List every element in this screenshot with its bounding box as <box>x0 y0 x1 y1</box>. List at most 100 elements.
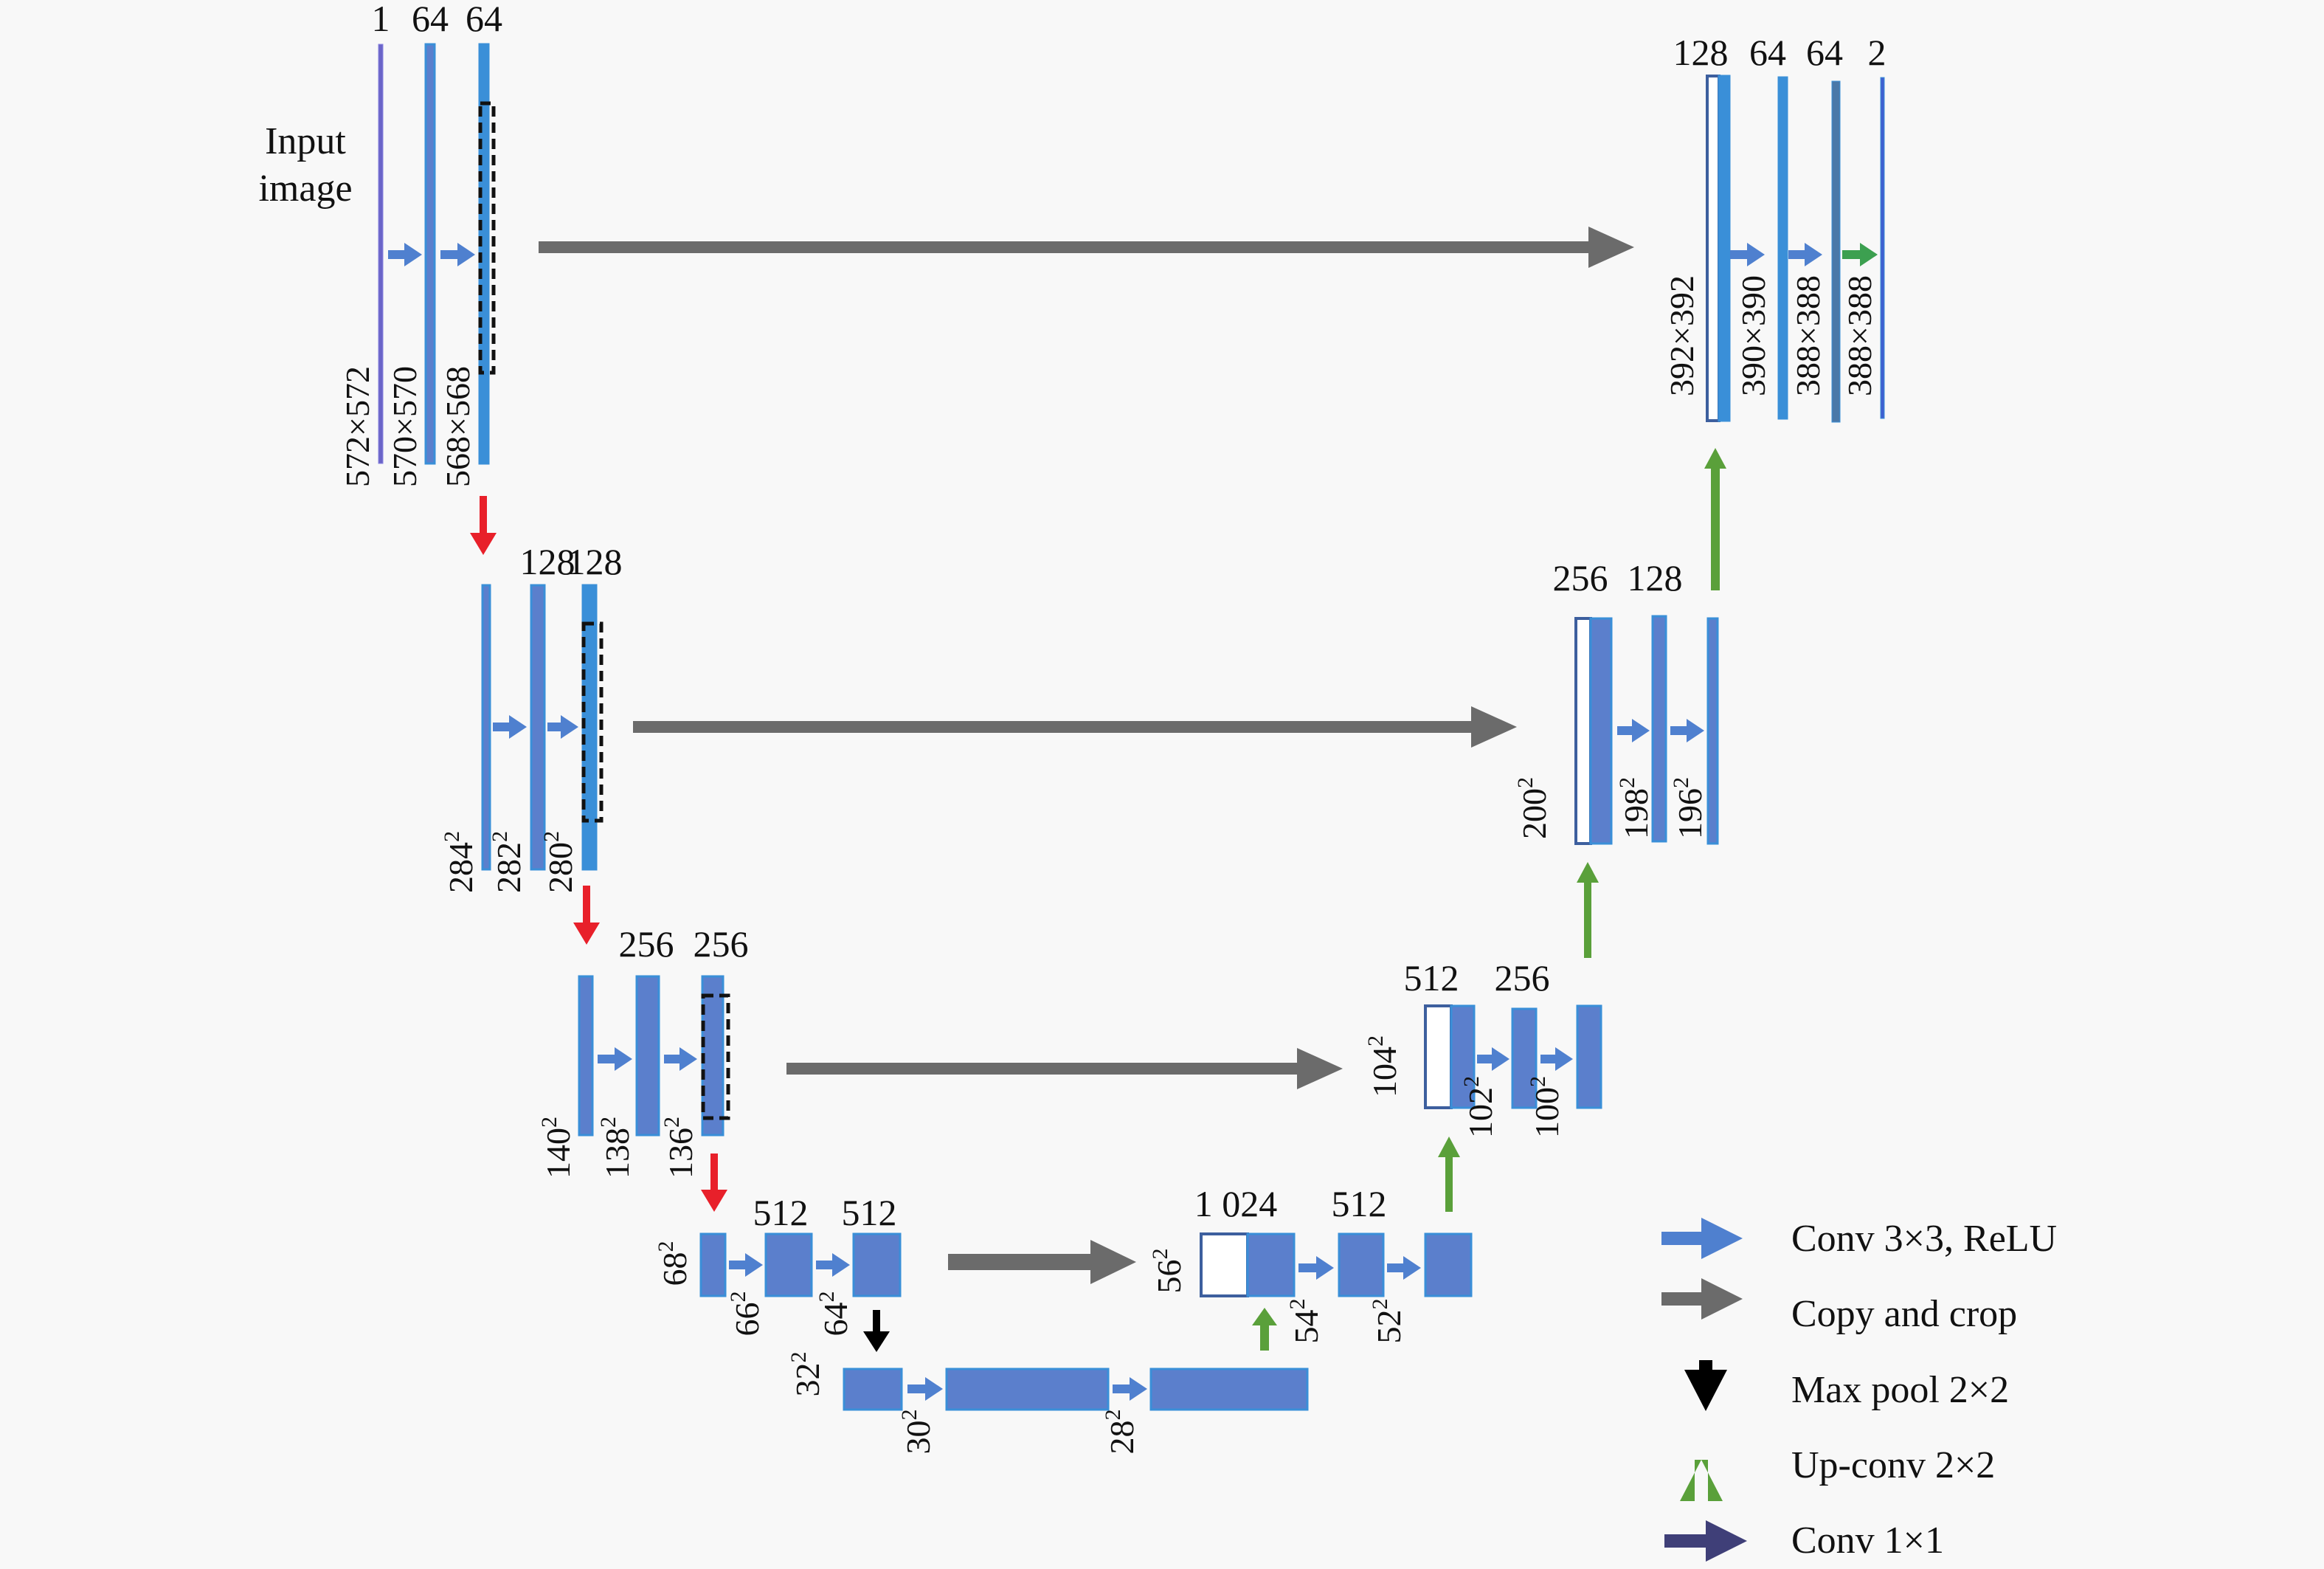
dec2-map-copied <box>1574 617 1592 845</box>
enc4-size-1: 682 <box>654 1241 694 1286</box>
dec3-conv-arrow-1 <box>1477 1047 1509 1071</box>
enc2-channels-2: 128 <box>520 541 575 582</box>
conv3x3-arrow-icon <box>1661 1218 1743 1259</box>
legend-label-4: Up-conv 2×2 <box>1791 1444 1995 1486</box>
legend-label-5: Conv 1×1 <box>1791 1520 1944 1562</box>
dec4-size-3: 522 <box>1368 1299 1408 1344</box>
dec2-channels-1: 256 <box>1553 557 1608 599</box>
enc4-size-3: 642 <box>815 1292 854 1337</box>
up-conv-arrow-2 <box>1577 862 1599 958</box>
enc2-size-2: 2822 <box>488 831 528 893</box>
enc3-size-1: 1402 <box>537 1117 577 1179</box>
dec4-conv-arrow-1 <box>1298 1256 1334 1280</box>
enc2-size-1: 2842 <box>440 831 480 893</box>
enc4-channels-2: 512 <box>753 1192 809 1233</box>
dec1-channels-4: 2 <box>1868 32 1886 73</box>
bottleneck-map-3 <box>1149 1368 1309 1411</box>
legend-label-2: Copy and crop <box>1791 1293 2017 1335</box>
dec3-channels-1: 512 <box>1404 957 1459 999</box>
dec1-map-2 <box>1777 76 1788 420</box>
dec3-map-2 <box>1511 1007 1538 1109</box>
bottleneck-conv-arrow-2 <box>1113 1377 1147 1401</box>
enc2-channels-3: 128 <box>567 541 623 582</box>
feature-maps <box>378 43 1885 1411</box>
enc1-size-1: 572×572 <box>339 366 376 487</box>
enc2-conv-arrow-1 <box>493 715 527 739</box>
enc3-size-3: 1362 <box>660 1117 699 1179</box>
dec1-channels-3: 64 <box>1806 32 1843 73</box>
max-pool-arrow-2 <box>573 886 600 945</box>
enc4-conv-arrow-2 <box>816 1253 850 1277</box>
enc4-channels-3: 512 <box>842 1192 897 1233</box>
dec1-channels-2: 64 <box>1749 32 1786 73</box>
copy-crop-arrow-level3 <box>786 1048 1343 1089</box>
enc2-size-3: 2802 <box>539 831 579 893</box>
dec3-size-3: 1002 <box>1526 1076 1566 1138</box>
dec1-size-3: 388×388 <box>1789 275 1827 396</box>
dec2-map-2 <box>1651 615 1667 843</box>
dec2-size-1: 2002 <box>1513 777 1553 839</box>
bottleneck-map-2 <box>945 1368 1110 1411</box>
enc1-size-3: 568×568 <box>439 366 477 487</box>
dec3-map-up <box>1450 1004 1476 1109</box>
up-conv-arrow-1 <box>1704 448 1726 590</box>
bottleneck-size-3: 282 <box>1101 1410 1141 1455</box>
enc2-conv-arrow-2 <box>547 715 578 739</box>
enc1-conv-arrow-2 <box>440 243 475 266</box>
enc1-conv-arrow-1 <box>388 243 422 266</box>
copy-crop-arrow-level2 <box>633 706 1517 748</box>
copy-crop-arrow-icon <box>1661 1278 1743 1320</box>
dec3-size-2: 1022 <box>1459 1076 1499 1138</box>
dec1-conv1x1-arrow <box>1842 243 1878 266</box>
dec3-size-1: 1042 <box>1363 1035 1403 1097</box>
enc1-channels-1: 1 <box>372 0 390 39</box>
dec4-map-3 <box>1424 1232 1473 1297</box>
up-conv-arrow-4 <box>1252 1308 1277 1351</box>
bottleneck-conv-arrow-1 <box>907 1377 943 1401</box>
dec1-map-up <box>1718 75 1731 422</box>
up-conv-arrow-icon <box>1680 1460 1723 1501</box>
enc3-conv-arrow-1 <box>598 1047 632 1071</box>
legend-label-3: Max pool 2×2 <box>1791 1369 2009 1411</box>
enc3-map-1 <box>578 975 594 1137</box>
dec4-channels-2: 512 <box>1332 1183 1387 1224</box>
dec4-conv-arrow-2 <box>1387 1256 1421 1280</box>
enc4-map-1 <box>699 1232 727 1297</box>
dec1-size-2: 390×390 <box>1735 275 1772 396</box>
enc4-map-3 <box>852 1232 902 1297</box>
enc4-conv-arrow-1 <box>729 1253 763 1277</box>
enc2-map-3-crop-region <box>581 621 604 823</box>
input-image-label-line2: image <box>258 168 352 210</box>
enc2-map-2 <box>530 584 546 871</box>
dec1-size-4: 388×388 <box>1841 275 1878 396</box>
dec2-channels-2: 128 <box>1628 557 1683 599</box>
dec2-size-3: 1962 <box>1669 777 1709 839</box>
dec1-conv-arrow-2 <box>1788 243 1822 266</box>
max-pool-arrow-3 <box>701 1154 727 1212</box>
input-image-label-line1: Input <box>265 120 346 162</box>
enc3-conv-arrow-2 <box>664 1047 697 1071</box>
dec2-size-2: 1982 <box>1615 777 1655 839</box>
dec4-map-copied <box>1200 1232 1249 1297</box>
enc3-channels-2: 256 <box>619 923 674 965</box>
enc3-map-2 <box>635 975 660 1137</box>
dec3-map-3 <box>1576 1004 1602 1109</box>
dec4-map-2 <box>1338 1232 1385 1297</box>
enc1-channels-3: 64 <box>466 0 502 39</box>
enc4-size-2: 662 <box>726 1292 766 1337</box>
copy-crop-arrow-level4 <box>948 1240 1136 1284</box>
enc1-map-2 <box>424 43 436 465</box>
conv1x1-arrow-icon <box>1664 1520 1747 1562</box>
bottleneck-size-2: 302 <box>897 1410 937 1455</box>
dec2-map-up <box>1589 617 1613 845</box>
max-pool-arrow-1 <box>470 496 497 555</box>
dec3-map-copied <box>1424 1004 1453 1109</box>
dec3-conv-arrow-2 <box>1540 1047 1573 1071</box>
dec1-conv-arrow-1 <box>1730 243 1765 266</box>
dec1-channels-1: 128 <box>1673 32 1729 73</box>
enc3-map-3-crop-region <box>701 993 730 1120</box>
enc3-channels-3: 256 <box>694 923 749 965</box>
bottleneck-size-1: 322 <box>786 1352 826 1397</box>
